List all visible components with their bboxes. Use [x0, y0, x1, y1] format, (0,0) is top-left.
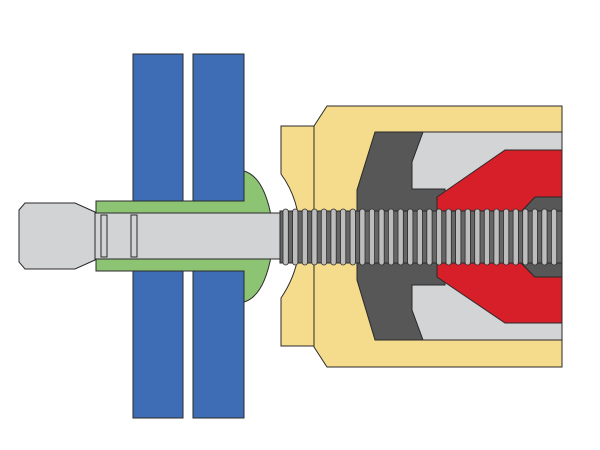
thread-rib: [292, 208, 299, 266]
mandrel-groove-2: [130, 214, 138, 258]
thread-rib: [368, 208, 375, 266]
mandrel-head: [18, 202, 96, 270]
mandrel-groove-1: [100, 214, 108, 258]
thread-rib: [282, 208, 289, 266]
thread-rib: [531, 208, 538, 266]
thread-rib: [340, 208, 347, 266]
thread-rib: [349, 208, 356, 266]
thread-rib: [426, 208, 433, 266]
mandrel-shank: [94, 212, 283, 260]
thread-rib: [397, 208, 404, 266]
thread-rib: [320, 208, 327, 266]
thread-rib: [407, 208, 414, 266]
thread-rib: [512, 208, 519, 266]
thread-rib: [311, 208, 318, 266]
thread-rib: [503, 208, 510, 266]
thread-rib: [435, 208, 443, 266]
thread-rib: [551, 208, 558, 266]
thread-rib: [455, 208, 462, 266]
thread-rib: [301, 208, 308, 266]
thread-rib: [541, 208, 548, 266]
thread-rib: [445, 208, 452, 266]
thread-rib: [416, 208, 423, 266]
thread-rib: [464, 208, 471, 266]
thread-rib: [474, 208, 481, 266]
thread-rib: [493, 208, 500, 266]
thread-rib: [387, 208, 395, 266]
thread-ribs: [282, 208, 558, 266]
thread-rib: [330, 208, 337, 266]
thread-rib: [522, 208, 529, 266]
thread-rib: [483, 208, 490, 266]
thread-rib: [359, 208, 366, 266]
thread-rib: [378, 208, 385, 266]
